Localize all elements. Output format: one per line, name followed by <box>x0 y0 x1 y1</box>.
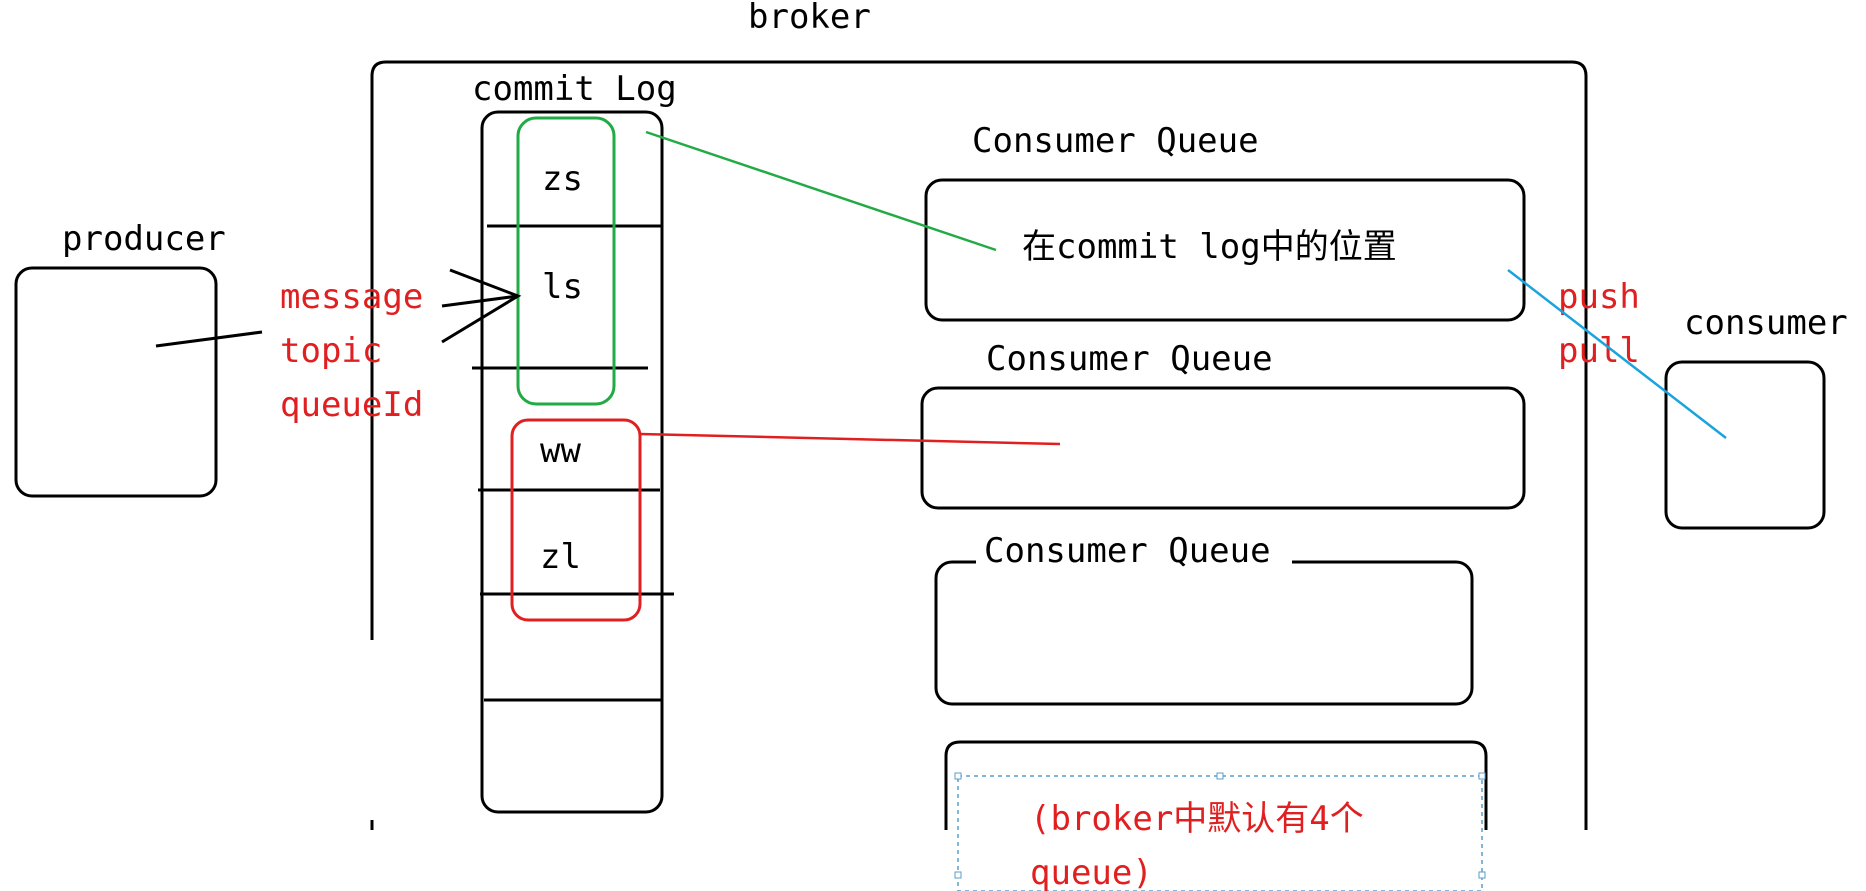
selection-handle[interactable] <box>1478 772 1486 780</box>
queue-position-text: 在commit log中的位置 <box>1022 227 1397 267</box>
green-group-highlight <box>516 116 616 406</box>
push-pull-label: push <box>1558 277 1640 317</box>
consumer-queue-box <box>920 386 1526 510</box>
consumer-queue-label: Consumer Queue <box>972 121 1259 161</box>
note-selection-box <box>957 775 1483 891</box>
commit-log-entry: zs <box>542 159 583 199</box>
producer-label: producer <box>62 219 226 259</box>
producer-box <box>14 266 218 498</box>
commit-log-entry: zl <box>540 537 581 577</box>
red-connector <box>639 432 1061 446</box>
broker-label: broker <box>748 0 871 37</box>
push-pull-label: pull <box>1558 331 1640 371</box>
consumer-queue-box <box>944 740 1488 830</box>
selection-handle[interactable] <box>954 871 962 879</box>
note-text: queue) <box>1030 853 1153 891</box>
selection-handle[interactable] <box>1216 772 1224 780</box>
consumer-queue-box <box>924 178 1526 322</box>
consumer-queue-label: Consumer Queue <box>986 339 1273 379</box>
consumer-queue-box <box>934 560 1474 706</box>
arrow-shaft <box>441 294 519 308</box>
label-mask <box>976 540 1292 576</box>
commit-log-box <box>480 110 664 814</box>
commit-log-entry: ww <box>540 431 581 471</box>
message-field: queueId <box>280 385 423 425</box>
green-connector <box>645 130 997 252</box>
commit-log-entry: ls <box>542 267 583 307</box>
consumer-queue-label: Consumer Queue <box>984 531 1271 571</box>
selection-handle[interactable] <box>1478 871 1486 879</box>
producer-connector <box>155 330 263 348</box>
broker-box <box>370 60 1588 830</box>
consumer-label: consumer <box>1684 303 1848 343</box>
commit-log-label: commit Log <box>472 69 677 109</box>
message-field: message <box>280 277 423 317</box>
consumer-box <box>1664 360 1826 530</box>
selection-handle[interactable] <box>954 772 962 780</box>
blue-connector <box>1507 269 1727 439</box>
note-text: (broker中默认有4个 <box>1030 799 1364 839</box>
red-group-highlight <box>510 418 642 622</box>
message-field: topic <box>280 331 382 371</box>
